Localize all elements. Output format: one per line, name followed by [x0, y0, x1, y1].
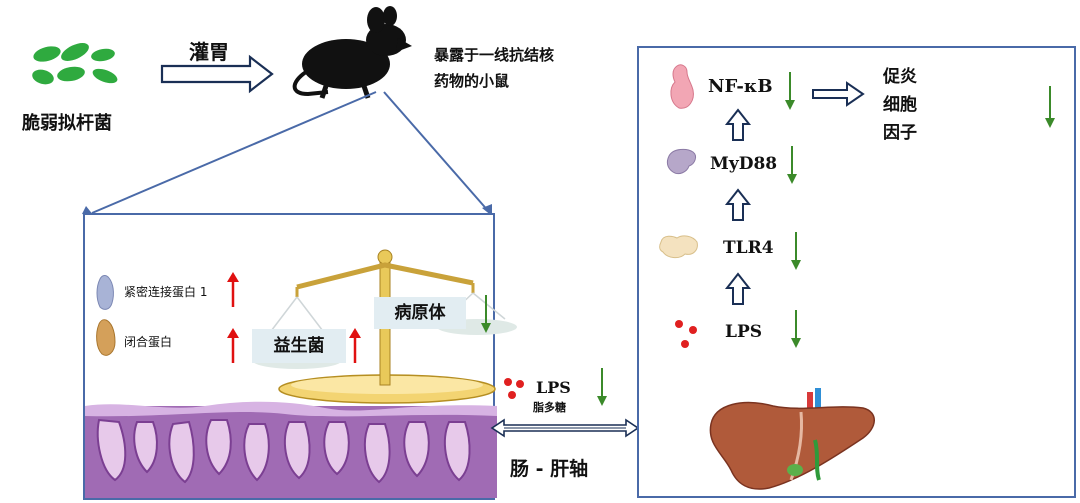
axis-label: 肠 - 肝轴 [510, 458, 589, 480]
tlr4-label: TLR4 [723, 238, 774, 258]
lps-label-liver: LPS [725, 322, 763, 342]
probiotics-label: 益生菌 [252, 329, 346, 363]
gut-panel: 紧密连接蛋白 1 闭合蛋白 [83, 213, 517, 500]
pathogens-label: 病原体 [374, 297, 466, 329]
nfkb-label: NF-κB [708, 76, 773, 97]
myd88-label: MyD88 [710, 154, 778, 174]
occludin-label: 闭合蛋白 [124, 335, 173, 349]
lps-sublabel-middle: 脂多糖 [533, 401, 566, 414]
cytokine-line3: 因子 [883, 123, 917, 143]
cytokine-line2: 细胞 [883, 95, 917, 115]
bacteria-label: 脆弱拟杆菌 [22, 113, 112, 134]
lps-label-middle: LPS [536, 378, 571, 397]
gavage-label: 灌胃 [189, 40, 229, 64]
cytokine-line1: 促炎 [883, 67, 917, 87]
zo1-label: 紧密连接蛋白 1 [124, 285, 208, 299]
mouse-label-line2: 药物的小鼠 [434, 72, 510, 90]
mouse-label-line1: 暴露于一线抗结核 [434, 46, 555, 64]
liver-panel: NF-κB 促炎 细胞 因子 MyD88 [637, 46, 1076, 498]
